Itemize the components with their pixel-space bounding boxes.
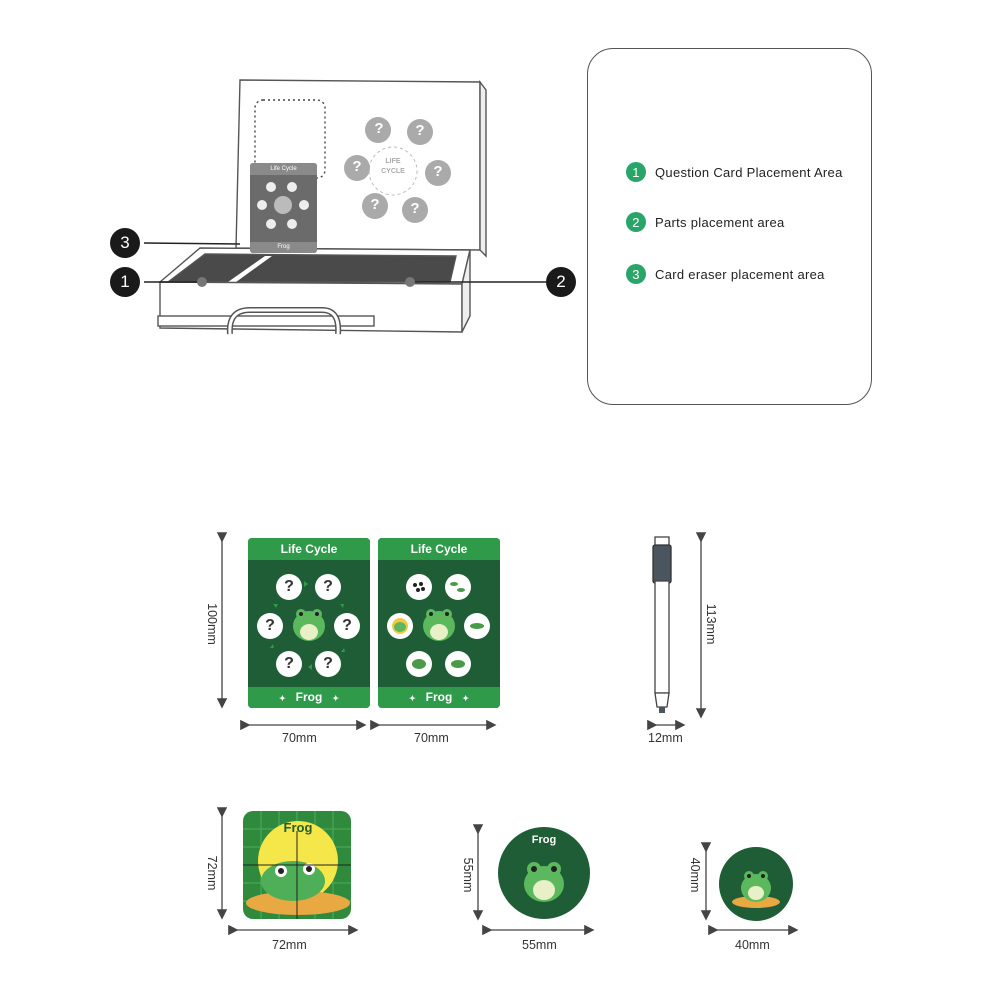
marker-pen (652, 536, 672, 713)
question-card-q3: ? (265, 617, 275, 634)
dim-round-large-width: 55mm (522, 938, 557, 952)
round-piece-small (719, 847, 793, 921)
round-piece-large-title: Frog (531, 834, 557, 846)
tadpole-legs-icon (470, 623, 484, 629)
legend-number-3: 3 (626, 264, 646, 284)
dim-square-width: 72mm (272, 938, 307, 952)
question-card-ring (257, 574, 360, 677)
question-card-q1: ? (284, 578, 294, 595)
dim-round-large-height: 55mm (461, 857, 475, 893)
frog-icon (741, 871, 771, 902)
dim-round-small-width: 40mm (735, 938, 770, 952)
square-piece-title: Frog (283, 820, 313, 835)
question-card-title: Life Cycle (248, 538, 370, 560)
answer-card-name: Frog (425, 690, 453, 704)
lid-ring (344, 117, 451, 223)
frog-icon (524, 862, 564, 902)
case-card-title: Life Cycle (250, 163, 317, 175)
legend-item-3: 3 Card eraser placement area (626, 264, 825, 284)
legend-label-1: Question Card Placement Area (655, 164, 843, 180)
life-cycle-ring-line2: CYCLE (381, 168, 405, 175)
square-puzzle-piece (243, 811, 351, 919)
legend-box: 1 Question Card Placement Area 2 Parts p… (587, 48, 872, 405)
case-card-ring (257, 182, 309, 229)
dim-round-small-height: 40mm (688, 857, 702, 893)
case-card: Life Cycle Frog (250, 163, 317, 253)
legend-label-2: Parts placement area (655, 214, 785, 230)
round-piece-large (498, 827, 590, 919)
lid-question-5: ? (370, 196, 380, 213)
answer-card-title: Life Cycle (378, 538, 500, 560)
lid-question-4: ? (433, 163, 443, 180)
callout-2: 2 (546, 267, 576, 297)
life-cycle-ring-line1: LIFE (385, 158, 401, 165)
callout-1: 1 (110, 267, 140, 297)
legend-item-2: 2 Parts placement area (626, 212, 785, 232)
dim-card1-width: 70mm (282, 731, 317, 745)
question-card: Life Cycle ? ? ? ? ? ? ✦ Frog ✦ (248, 538, 370, 708)
question-card-footer: ✦ Frog ✦ (248, 687, 370, 708)
frog-icon (293, 609, 325, 641)
legend-number-2: 2 (626, 212, 646, 232)
question-card-q2: ? (323, 578, 333, 595)
question-card-q5: ? (284, 655, 294, 672)
dim-card2-width: 70mm (414, 731, 449, 745)
lid-question-3: ? (352, 158, 362, 175)
dim-marker-height: 113mm (704, 603, 718, 645)
young-frog-icon (412, 659, 426, 669)
dim-marker-width: 12mm (648, 731, 683, 745)
legend-label-3: Card eraser placement area (655, 266, 825, 282)
frog-icon (423, 609, 455, 641)
lid-question-1: ? (374, 120, 384, 137)
lid-question-6: ? (410, 200, 420, 217)
dim-card-height: 100mm (205, 603, 219, 645)
legend-item-1: 1 Question Card Placement Area (626, 162, 843, 182)
tadpoles-icon (450, 582, 465, 592)
question-card-q6: ? (323, 655, 333, 672)
callout-3: 3 (110, 228, 140, 258)
case-card-name: Frog (250, 242, 317, 253)
answer-card-footer: ✦ Frog ✦ (378, 687, 500, 708)
froglet-icon (451, 660, 465, 668)
star-icon: ✦ (462, 694, 470, 703)
star-icon: ✦ (408, 694, 416, 703)
lid-question-2: ? (415, 122, 425, 139)
star-icon: ✦ (278, 694, 286, 703)
question-card-name: Frog (295, 690, 323, 704)
legend-number-1: 1 (626, 162, 646, 182)
dim-square-height: 72mm (205, 855, 219, 891)
answer-card: Life Cycle ✦ Frog ✦ (378, 538, 500, 708)
eggs-icon (413, 582, 425, 592)
question-card-q4: ? (342, 617, 352, 634)
answer-card-ring (387, 574, 490, 677)
star-icon: ✦ (332, 694, 340, 703)
adult-frog-small-icon (392, 618, 408, 634)
